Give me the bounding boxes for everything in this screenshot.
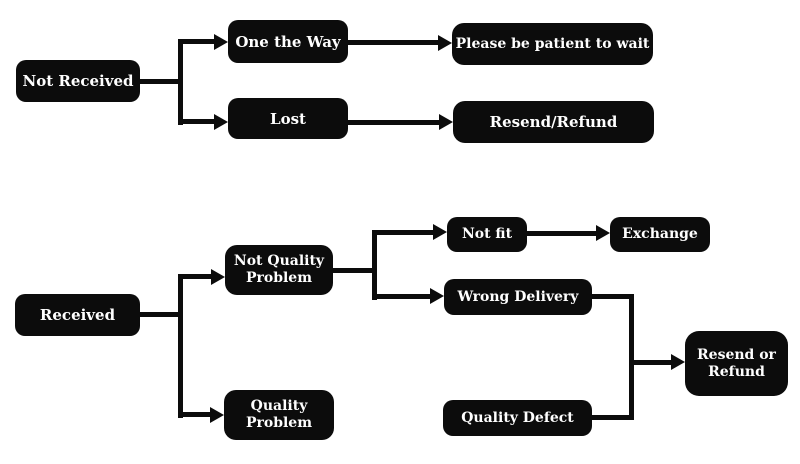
node-quality-problem: Quality Problem (224, 390, 334, 440)
connector-to-quality-problem (178, 412, 210, 417)
node-one-the-way: One the Way (228, 20, 348, 63)
connector-oneway-to-wait (348, 40, 438, 45)
connector-merge (629, 294, 634, 420)
connector-to-resend-or-refund (634, 360, 671, 365)
arrowhead-to-resend (439, 114, 453, 130)
connector-notfit-to-exchange (527, 231, 596, 236)
connector-to-wrong-delivery (377, 294, 430, 299)
connector-not-received-branch (178, 40, 183, 125)
node-exchange: Exchange (610, 217, 710, 252)
node-quality-defect: Quality Defect (443, 400, 592, 436)
node-not-quality-problem: Not Quality Problem (225, 245, 333, 295)
connector-nqp-stem (333, 268, 377, 273)
node-received: Received (15, 294, 140, 336)
node-resend-refund: Resend/Refund (453, 101, 654, 143)
connector-lost-to-resend (348, 120, 439, 125)
connector-quality-defect-out (592, 415, 634, 420)
connector-to-not-fit (377, 230, 433, 235)
connector-to-lost (178, 119, 214, 124)
connector-to-not-quality (178, 274, 211, 279)
connector-to-one-the-way (178, 39, 214, 44)
connector-received-branch (178, 274, 183, 418)
node-not-received: Not Received (16, 60, 140, 102)
node-not-fit: Not fit (447, 217, 527, 252)
arrowhead-to-not-quality (211, 269, 225, 285)
connector-nqp-branch (372, 230, 377, 300)
arrowhead-to-lost (214, 114, 228, 130)
arrowhead-to-quality-problem (210, 407, 224, 423)
node-lost: Lost (228, 98, 348, 139)
node-resend-or-refund: Resend or Refund (685, 331, 788, 396)
connector-not-received-stem (140, 79, 178, 84)
arrowhead-to-wait (438, 35, 452, 51)
arrowhead-to-wrong-delivery (430, 288, 444, 304)
connector-received-stem (140, 312, 178, 317)
node-please-be-patient: Please be patient to wait (452, 23, 653, 65)
connector-wrong-delivery-out (592, 294, 634, 299)
arrowhead-to-one-the-way (214, 34, 228, 50)
arrowhead-to-exchange (596, 225, 610, 241)
arrowhead-to-resend-or-refund (671, 354, 685, 370)
arrowhead-to-not-fit (433, 224, 447, 240)
node-wrong-delivery: Wrong Delivery (444, 279, 592, 315)
